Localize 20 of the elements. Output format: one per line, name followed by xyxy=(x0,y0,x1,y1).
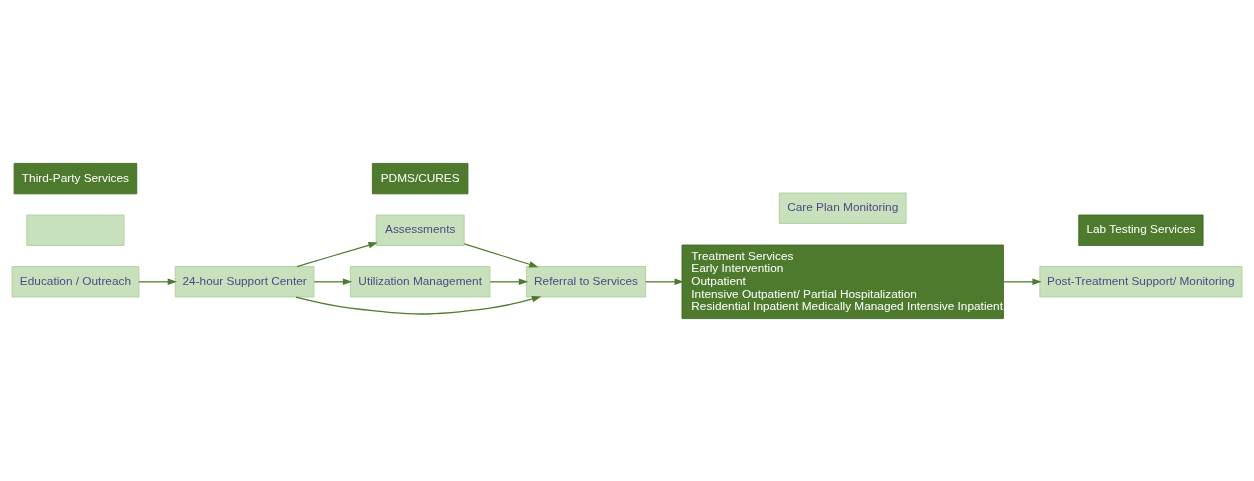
node-box: Treatment Services Early Intervention Outpatient Intensive Outpatient/ Partial Hospitalization Residential Inpatient Medically Managed Intensive Inpatient xyxy=(681,244,1004,319)
node-box: Care Plan Monitoring xyxy=(778,192,907,224)
arrow xyxy=(295,295,542,315)
arrow xyxy=(463,242,539,267)
node-box: Post-Treatment Support/ Monitoring xyxy=(1039,265,1243,297)
arrow xyxy=(645,278,684,285)
node-box xyxy=(26,214,125,246)
node-box: Referral to Services xyxy=(525,265,647,297)
arrow xyxy=(489,278,529,285)
arrow xyxy=(313,278,353,285)
node-box: Assessments xyxy=(375,214,465,246)
node-box: Utilization Management xyxy=(349,265,491,297)
node-box: Lab Testing Services xyxy=(1078,214,1204,246)
arrow xyxy=(1002,278,1042,285)
node-box: Education / Outreach xyxy=(11,265,140,297)
arrow xyxy=(138,278,177,285)
node-box: PDMS/CURES xyxy=(371,162,469,194)
node-box: Third-Party Services xyxy=(13,162,138,194)
arrow xyxy=(296,241,378,267)
node-box: 24-hour Support Center xyxy=(174,265,315,297)
